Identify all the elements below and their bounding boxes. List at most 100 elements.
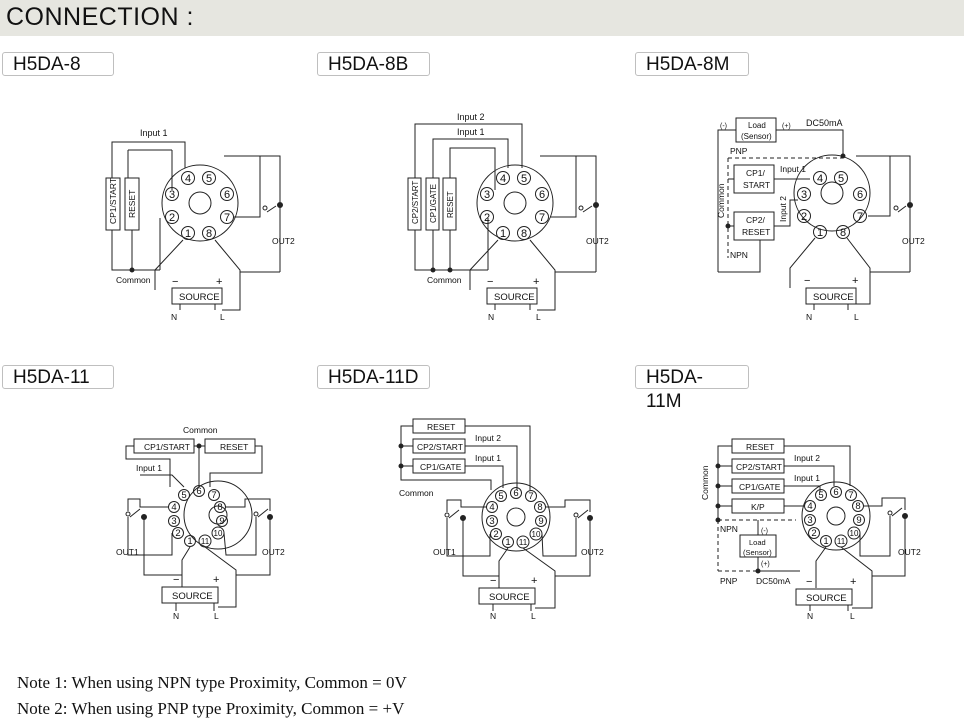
pin-4: 4	[171, 502, 176, 513]
common-label: Common	[183, 425, 218, 435]
diagram-h5da-11d: RESET CP2/START CP1/GATE Common Input 2 …	[398, 418, 604, 621]
header-banner: CONNECTION :	[0, 0, 964, 36]
pin-3: 3	[801, 189, 807, 201]
npn-label: NPN	[720, 524, 738, 534]
pin-10: 10	[532, 530, 541, 539]
pin-7: 7	[857, 211, 863, 223]
pin-7: 7	[224, 212, 230, 224]
model-label-h5da-11d: H5DA-11D	[317, 365, 430, 389]
kp-label: K/P	[751, 502, 765, 512]
pin-5: 5	[498, 491, 503, 502]
l-label: L	[220, 312, 225, 322]
common-label: Common	[116, 275, 151, 285]
input1-label: Input 1	[794, 473, 820, 483]
pin-3: 3	[169, 189, 175, 201]
source-label: SOURCE	[813, 292, 854, 303]
load-label: Load	[749, 538, 766, 547]
pin-3: 3	[484, 189, 490, 201]
pnp-label: PNP	[720, 576, 738, 586]
diagram-h5da-8b: Input 2 Input 1 CP2/START CP1/GATE RESET…	[407, 112, 609, 322]
minus-label: −	[490, 575, 496, 587]
plus-label: +	[850, 576, 856, 588]
note-1: Note 1: When using NPN type Proximity, C…	[17, 673, 407, 692]
out2-label: OUT2	[898, 547, 921, 557]
input1-label: Input 1	[457, 127, 485, 137]
plus-label: +	[216, 276, 222, 288]
pin-1: 1	[505, 537, 510, 548]
pin-4: 4	[489, 502, 494, 513]
model-label-h5da-8: H5DA-8	[2, 52, 114, 76]
model-label-h5da-8m: H5DA-8M	[635, 52, 749, 76]
source-label: SOURCE	[489, 592, 530, 603]
model-label-h5da-11m: H5DA-11M	[635, 365, 749, 412]
model-label-h5da-11: H5DA-11	[2, 365, 114, 389]
n-label: N	[488, 312, 494, 322]
pin-9: 9	[219, 516, 224, 527]
pin-1: 1	[500, 228, 506, 240]
input1-label: Input 1	[475, 453, 501, 463]
pin-1: 1	[187, 536, 192, 547]
box-a-label: CP1/START	[108, 178, 118, 224]
out1-label: OUT1	[116, 547, 139, 557]
pin-11: 11	[201, 537, 210, 546]
pnp-label: PNP	[730, 146, 748, 156]
common-label: Common	[700, 465, 710, 500]
out2-label: OUT2	[262, 547, 285, 557]
pin-1: 1	[185, 228, 191, 240]
pin-8: 8	[537, 502, 542, 513]
pin-3: 3	[489, 516, 494, 527]
source-label: SOURCE	[179, 292, 220, 303]
n-label: N	[173, 611, 179, 621]
pin-4: 4	[185, 173, 191, 185]
npn-label: NPN	[730, 250, 748, 260]
load-plus-label: (+)	[761, 561, 770, 568]
pin-9: 9	[856, 515, 861, 526]
n-label: N	[806, 312, 812, 322]
minus-label: −	[806, 576, 812, 588]
plus-label: +	[531, 575, 537, 587]
pin-8: 8	[855, 501, 860, 512]
out2-label: OUT2	[272, 236, 295, 246]
pin-6: 6	[857, 189, 863, 201]
pin-4: 4	[807, 501, 812, 512]
pin-2: 2	[493, 529, 498, 540]
load-plus-label: (+)	[782, 123, 791, 130]
pin-2: 2	[811, 528, 816, 539]
box-b-label: CP1/GATE	[429, 184, 438, 223]
cp2-label-line1: CP2/	[746, 215, 766, 225]
box-b-label: RESET	[127, 190, 137, 218]
box-a-label: CP2/START	[411, 181, 420, 224]
reset-label: RESET	[746, 442, 774, 452]
pin-4: 4	[817, 173, 823, 185]
pin-2: 2	[169, 212, 175, 224]
diagram-h5da-11: Common CP1/START RESET Input 1 5 6 7 4 8…	[116, 425, 285, 621]
source-label: SOURCE	[806, 593, 847, 604]
n-label: N	[807, 611, 813, 621]
pin-2: 2	[484, 212, 490, 224]
pin-8: 8	[840, 227, 846, 239]
cp1-label-line1: CP1/	[746, 168, 766, 178]
plus-label: +	[213, 574, 219, 586]
cp2-label: CP2/START	[417, 442, 463, 452]
diagram-h5da-8m: (-) Load (Sensor) (+) DC50mA PNP Common …	[716, 117, 925, 322]
pin-5: 5	[838, 173, 844, 185]
l-label: L	[854, 312, 859, 322]
sensor-label: (Sensor)	[743, 548, 772, 557]
source-label: SOURCE	[172, 591, 213, 602]
input1-label: Input 1	[780, 164, 806, 174]
pin-7: 7	[528, 491, 533, 502]
note-2: Note 2: When using PNP type Proximity, C…	[17, 699, 405, 718]
source-label: SOURCE	[494, 292, 535, 303]
cp1-label: CP1/GATE	[739, 482, 781, 492]
pin-1: 1	[823, 536, 828, 547]
box-b-label: RESET	[220, 442, 248, 452]
cp1-label-line2: START	[743, 180, 770, 190]
diagram-h5da-8: Input 1 CP1/START RESET Common 4 5 3 6 2…	[105, 128, 295, 322]
common-label: Common	[399, 488, 434, 498]
minus-label: −	[172, 276, 178, 288]
load-minus-label: (-)	[761, 528, 768, 535]
minus-label: −	[173, 574, 179, 586]
dc50ma-label: DC50mA	[756, 576, 791, 586]
pin-5: 5	[206, 173, 212, 185]
l-label: L	[214, 611, 219, 621]
